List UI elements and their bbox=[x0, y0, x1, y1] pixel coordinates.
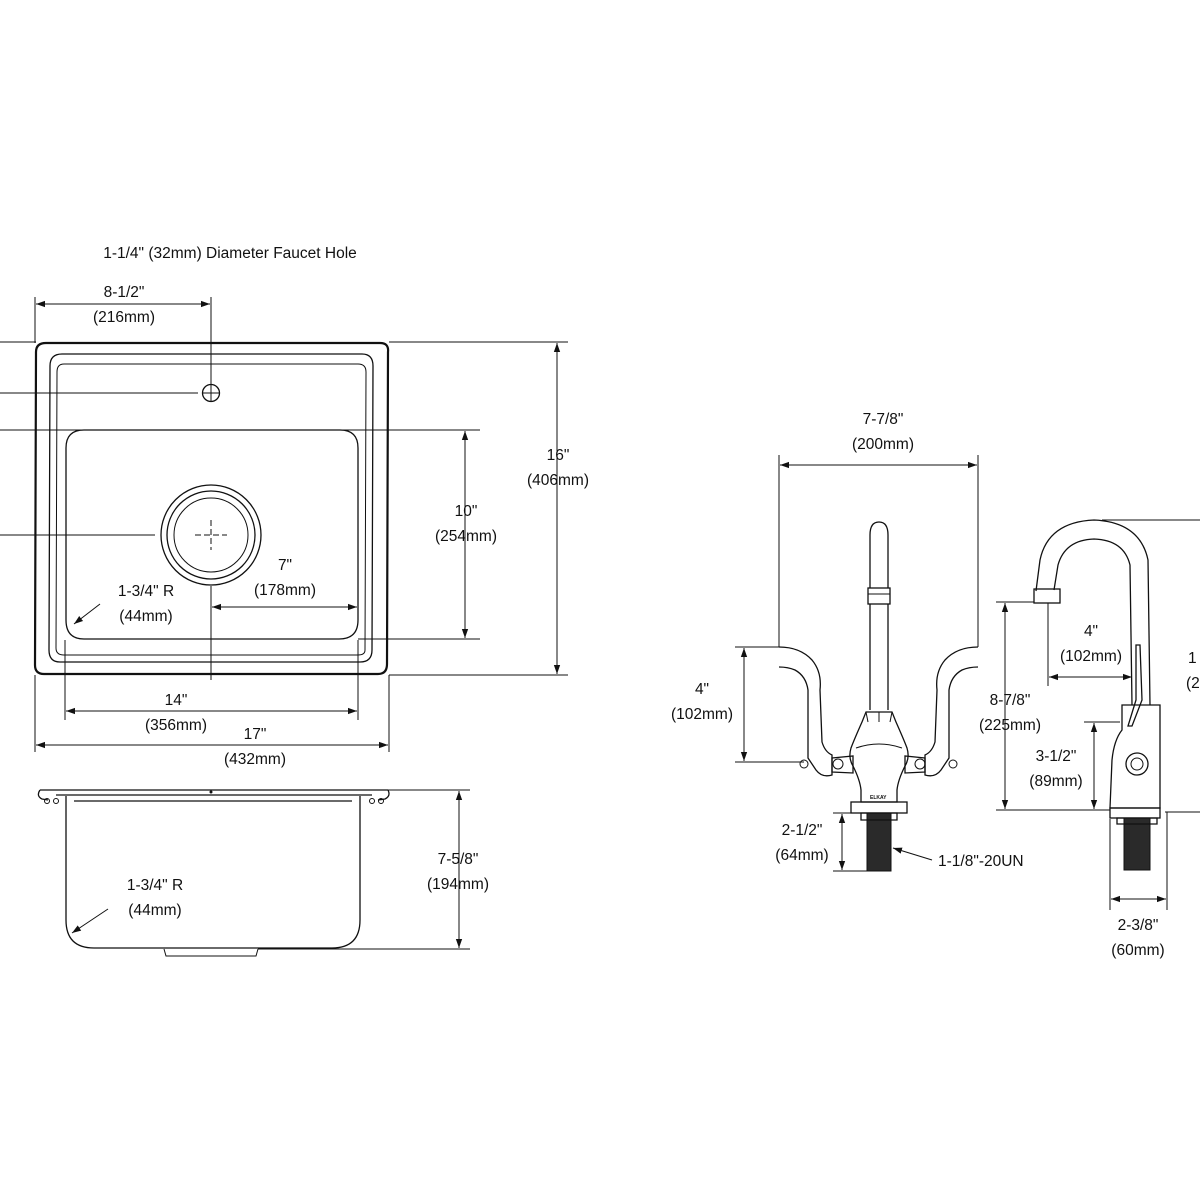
leader-corner-radius-top bbox=[73, 603, 101, 625]
label-bowl-depth-mm: (254mm) bbox=[435, 528, 497, 545]
body-flutes bbox=[865, 711, 893, 723]
side-lever-handle bbox=[1127, 644, 1143, 727]
label-body-height-mm: (89mm) bbox=[1029, 773, 1082, 790]
label-hole-offset-mm: (216mm) bbox=[93, 309, 155, 326]
faucet-shank bbox=[866, 812, 892, 872]
label-spout-reach: 4" bbox=[1084, 623, 1098, 640]
label-thread: 1-1/8"-20UN bbox=[938, 853, 1024, 870]
label-corner-radius-side-mm: (44mm) bbox=[128, 902, 181, 919]
label-corner-radius-top-mm: (44mm) bbox=[119, 608, 172, 625]
label-spout-reach-mm: (102mm) bbox=[1060, 648, 1122, 665]
left-handle-hub bbox=[831, 755, 854, 774]
faucet-side-view bbox=[996, 519, 1200, 910]
left-wrist-handle bbox=[778, 646, 833, 777]
label-handle-spread: 7-7/8" bbox=[863, 411, 904, 428]
label-bowl-width: 14" bbox=[165, 692, 188, 709]
side-faucet-body bbox=[1109, 704, 1161, 809]
faucet-brand-mark: ELKAY bbox=[870, 795, 887, 801]
side-shank-nut bbox=[1116, 817, 1158, 825]
sink-side-rim bbox=[37, 789, 390, 802]
spout-tip bbox=[1033, 588, 1061, 604]
right-handle-hub bbox=[904, 755, 926, 774]
right-handle-screw bbox=[914, 758, 926, 770]
label-bowl-height: 7-5/8" bbox=[438, 851, 479, 868]
label-corner-radius-side: 1-3/4" R bbox=[127, 877, 183, 894]
label-handle-spread-mm: (200mm) bbox=[852, 436, 914, 453]
shank-nut bbox=[860, 812, 898, 821]
sink-side-view bbox=[37, 789, 470, 957]
label-overall-width: 17" bbox=[244, 726, 267, 743]
label-spout-height-mm: (225mm) bbox=[979, 717, 1041, 734]
side-faucet-shank bbox=[1123, 817, 1151, 871]
drain bbox=[160, 484, 262, 586]
faucet-spout bbox=[869, 521, 889, 588]
label-base-width-mm: (60mm) bbox=[1111, 942, 1164, 959]
sink-bowl bbox=[65, 429, 359, 640]
label-spout-height: 8-7/8" bbox=[990, 692, 1031, 709]
sink-outer-rim bbox=[33, 341, 390, 676]
label-handle-height: 4" bbox=[695, 681, 709, 698]
label-bowl-depth: 10" bbox=[455, 503, 478, 520]
dimension-labels: 1-1/4" (32mm) Diameter Faucet Hole 8-1/2… bbox=[93, 245, 1200, 959]
label-overall-height-partial-mm: (2 bbox=[1186, 675, 1200, 692]
sink-side-bowl bbox=[65, 796, 361, 949]
sink-side-drain bbox=[163, 948, 259, 957]
label-overall-depth: 16" bbox=[547, 447, 570, 464]
right-wrist-handle bbox=[924, 646, 979, 777]
label-hole-offset: 8-1/2" bbox=[104, 284, 145, 301]
label-overall-height-partial: 1 bbox=[1188, 650, 1197, 667]
left-handle-cap bbox=[799, 759, 809, 769]
label-shank-length: 2-1/2" bbox=[782, 822, 823, 839]
sink-top-view bbox=[0, 297, 568, 752]
left-handle-screw bbox=[832, 758, 844, 770]
rim-mark bbox=[209, 790, 213, 794]
side-valve-core bbox=[1130, 757, 1144, 771]
label-bowl-height-mm: (194mm) bbox=[427, 876, 489, 893]
faucet-front-view: ELKAY bbox=[735, 455, 979, 872]
label-drain-offset-mm: (178mm) bbox=[254, 582, 316, 599]
side-faucet-base bbox=[1109, 807, 1161, 819]
label-corner-radius-top: 1-3/4" R bbox=[118, 583, 174, 600]
faucet-body bbox=[849, 711, 909, 803]
label-handle-height-mm: (102mm) bbox=[671, 706, 733, 723]
label-drain-offset: 7" bbox=[278, 557, 292, 574]
spout-collar bbox=[867, 587, 891, 605]
label-faucet-hole: 1-1/4" (32mm) Diameter Faucet Hole bbox=[103, 245, 357, 262]
right-handle-cap bbox=[948, 759, 958, 769]
leader-corner-radius-side bbox=[71, 908, 109, 934]
faucet-riser bbox=[869, 604, 889, 710]
side-valve-cap bbox=[1125, 752, 1149, 776]
label-overall-width-mm: (432mm) bbox=[224, 751, 286, 768]
label-shank-length-mm: (64mm) bbox=[775, 847, 828, 864]
body-seam bbox=[855, 743, 903, 749]
faucet-base bbox=[850, 801, 908, 814]
faucet-hole bbox=[201, 383, 221, 403]
rim-clip bbox=[44, 798, 384, 804]
gooseneck-spout bbox=[1035, 519, 1151, 706]
label-bowl-width-mm: (356mm) bbox=[145, 717, 207, 734]
label-overall-depth-mm: (406mm) bbox=[527, 472, 589, 489]
label-body-height: 3-1/2" bbox=[1036, 748, 1077, 765]
label-base-width: 2-3/8" bbox=[1118, 917, 1159, 934]
sink-inner-rim bbox=[48, 353, 374, 663]
leader-thread bbox=[892, 847, 933, 861]
